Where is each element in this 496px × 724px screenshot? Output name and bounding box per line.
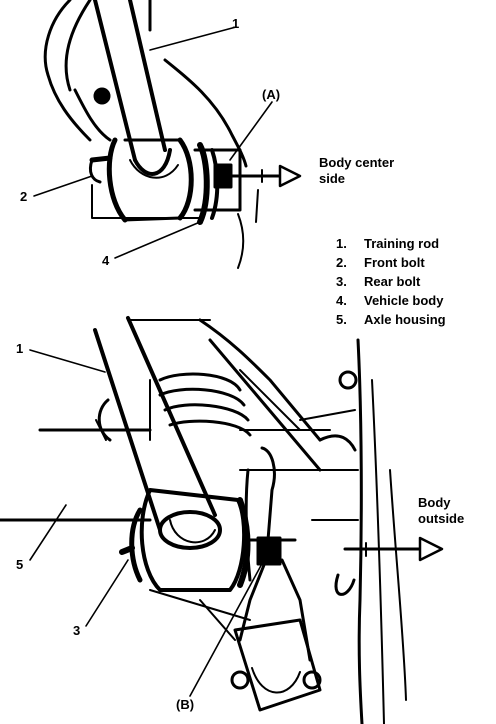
legend-number: 3. [336,274,347,289]
lower-view-drawing [0,316,444,724]
legend-item-axle-housing: 5. Axle housing [336,310,446,329]
legend-text: Axle housing [364,312,446,327]
callout-lower-b: (B) [176,697,195,712]
direction-label-body-outside: Body outside [418,495,465,526]
callout-upper-a: (A) [262,87,281,102]
upper-leader-lines [33,26,273,259]
legend-text: Front bolt [364,255,425,270]
legend-text: Vehicle body [364,293,444,308]
legend-number: 5. [336,312,347,327]
legend-item-training-rod: 1. Training rod [336,234,446,253]
direction-label-body-center-side: Body center side [319,155,395,186]
legend-item-rear-bolt: 3. Rear bolt [336,272,446,291]
callout-upper-4: 4 [102,253,110,268]
parts-legend: 1.Training rod 2.Front bolt 3.Rear bolt … [336,234,446,329]
legend-text: Training rod [364,236,440,251]
legend-number: 4. [336,293,347,308]
callout-lower-3: 3 [73,623,81,638]
lower-leader-lines [29,349,265,697]
legend-item-front-bolt: 2. Front bolt [336,253,446,272]
legend-text: Rear bolt [364,274,421,289]
upper-view-drawing [43,0,302,269]
callout-upper-2: 2 [20,189,28,204]
legend-number: 2. [336,255,347,270]
callout-lower-1: 1 [16,341,24,356]
legend-number: 1. [336,236,347,251]
callout-upper-1: 1 [232,16,240,31]
legend-item-vehicle-body: 4. Vehicle body [336,291,446,310]
callout-lower-5: 5 [16,557,24,572]
